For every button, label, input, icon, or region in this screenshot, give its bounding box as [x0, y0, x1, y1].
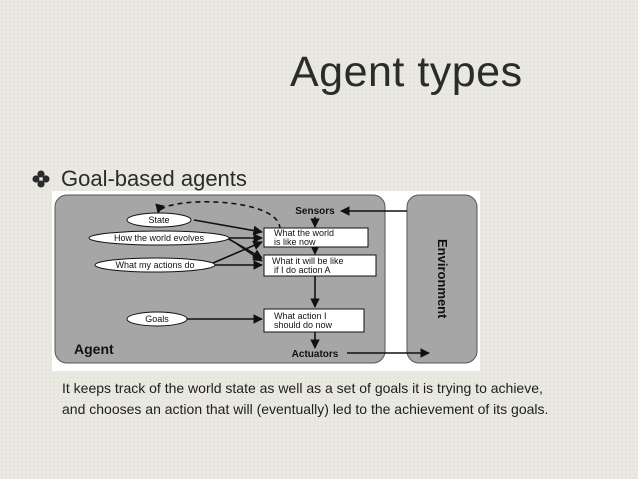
four-petal-bullet-icon [32, 170, 50, 188]
world-future-text-1: What it will be like [272, 256, 344, 266]
world-future-text-2: if I do action A [274, 265, 331, 275]
slide-caption: It keeps track of the world state as wel… [62, 378, 622, 420]
state-oval [126, 212, 192, 228]
world-now-text-2: is like now [274, 237, 316, 247]
bullet-item: Goal-based agents [32, 166, 247, 192]
world-now-text-1: What the world [274, 228, 334, 238]
connector-arrows [155, 201, 430, 358]
world-evolves-text: How the world evolves [114, 233, 205, 243]
action-text-1: What action I [274, 311, 327, 321]
goal-based-agent-diagram: Sensors Actuators Agent Environment Stat… [52, 191, 480, 371]
actions-do-text: What my actions do [115, 260, 194, 270]
goals-text: Goals [145, 314, 169, 324]
bullet-text: Goal-based agents [61, 166, 247, 191]
slide-title: Agent types [290, 48, 523, 96]
caption-line-2: and chooses an action that will (eventua… [62, 401, 549, 417]
action-text-2: should do now [274, 320, 333, 330]
state-text: State [148, 215, 169, 225]
actuators-label: Actuators [292, 349, 339, 360]
environment-label: Environment [435, 239, 450, 319]
world-evolves-oval [88, 230, 230, 246]
environment-region [406, 194, 478, 364]
agent-region [54, 194, 386, 364]
agent-label: Agent [74, 341, 114, 357]
world-future-box [263, 254, 377, 277]
world-now-box [263, 227, 369, 248]
actions-do-oval [94, 257, 216, 273]
caption-line-1: It keeps track of the world state as wel… [62, 380, 543, 396]
sensors-label: Sensors [295, 206, 335, 217]
goals-oval [126, 311, 188, 327]
action-box [263, 308, 365, 333]
